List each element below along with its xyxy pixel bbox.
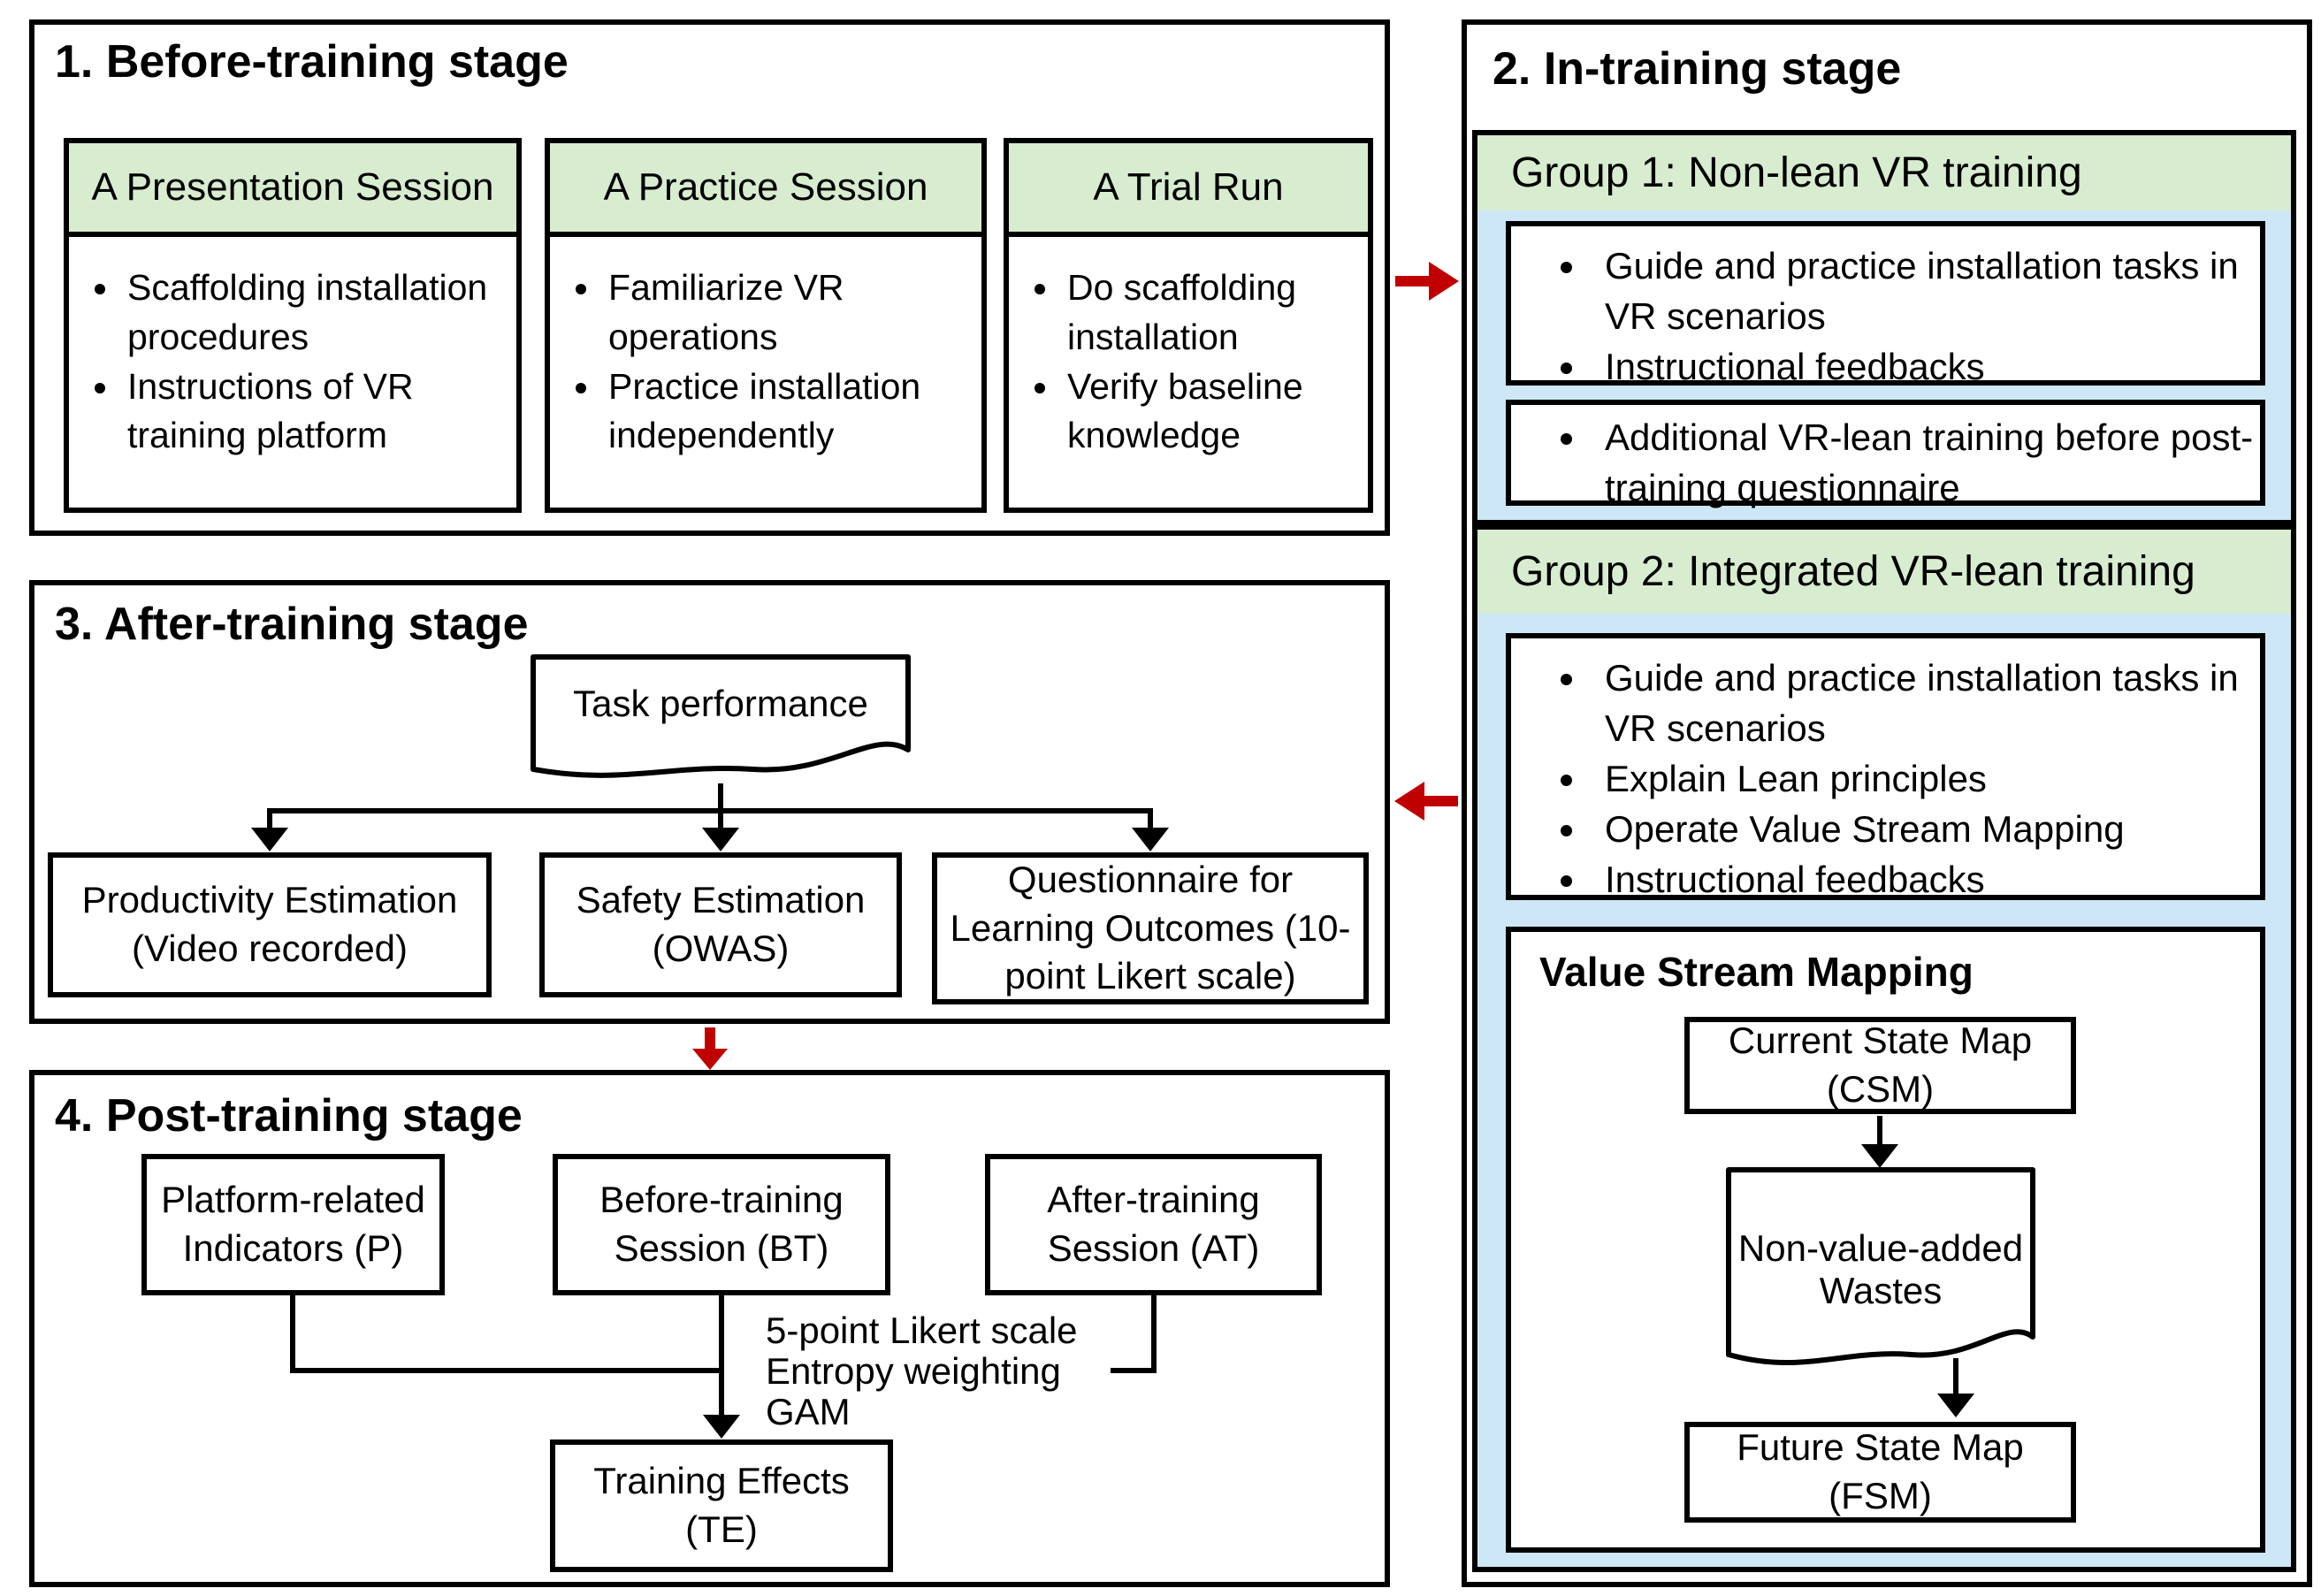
bullet-item: Practice installation independently xyxy=(603,363,969,462)
group1-activities-box: Guide and practice installation tasks in… xyxy=(1506,221,2265,387)
group1-header: Group 1: Non-lean VR training xyxy=(1477,135,2291,210)
group1-additional-box: Additional VR-lean training before post-… xyxy=(1506,400,2265,508)
connector-line xyxy=(290,1368,724,1373)
group2-header: Group 2: Integrated VR-lean training xyxy=(1477,530,2291,614)
red-arrow-shaft xyxy=(1395,276,1432,286)
connector-line xyxy=(1111,1368,1157,1373)
connector-line xyxy=(267,813,272,829)
presentation-session-body: Scaffolding installation procedures Inst… xyxy=(69,237,516,461)
presentation-session-card: A Presentation Session Scaffolding insta… xyxy=(64,138,522,513)
vsm-title: Value Stream Mapping xyxy=(1539,949,1974,995)
bullet-item: Verify baseline knowledge xyxy=(1062,363,1355,462)
weighting-methods-label: 5-point Likert scale Entropy weighting G… xyxy=(766,1310,1078,1432)
down-arrowhead-icon xyxy=(703,1415,740,1439)
bullet-item: Instructional feedbacks xyxy=(1589,341,2260,392)
platform-indicators-node: Platform-related Indicators (P) xyxy=(141,1154,445,1295)
down-arrowhead-icon xyxy=(702,828,739,851)
productivity-estimation-node: Productivity Estimation (Video recorded) xyxy=(48,852,492,997)
red-arrow-shaft xyxy=(705,1027,715,1050)
method-line: GAM xyxy=(766,1391,851,1432)
stage4-title: 4. Post-training stage xyxy=(55,1090,523,1142)
connector-line xyxy=(719,1295,724,1417)
method-line: Entropy weighting xyxy=(766,1350,1061,1392)
connector-line xyxy=(1151,1295,1157,1373)
connector-line xyxy=(1148,813,1153,829)
connector-line xyxy=(290,1295,295,1373)
bullet-item: Guide and practice installation tasks in… xyxy=(1589,653,2260,753)
group2-activities-box: Guide and practice installation tasks in… xyxy=(1506,633,2265,900)
practice-session-card: A Practice Session Familiarize VR operat… xyxy=(545,138,987,513)
safety-estimation-node: Safety Estimation (OWAS) xyxy=(539,852,902,997)
bullet-item: Additional VR-lean training before post-… xyxy=(1589,412,2260,513)
after-training-session-node: After-training Session (AT) xyxy=(985,1154,1322,1295)
method-line: 5-point Likert scale xyxy=(766,1310,1078,1351)
red-arrow-shaft xyxy=(1423,796,1458,806)
down-arrowhead-icon xyxy=(251,828,288,851)
task-performance-document-shape xyxy=(531,654,911,778)
bullet-item: Instructional feedbacks xyxy=(1589,854,2260,905)
training-effects-node: Training Effects (TE) xyxy=(550,1439,893,1572)
wastes-document-shape xyxy=(1726,1167,2035,1365)
bullet-item: Scaffolding installation procedures xyxy=(122,263,504,363)
bullet-item: Instructions of VR training platform xyxy=(122,363,504,462)
connector-line xyxy=(718,813,723,829)
bullet-item: Familiarize VR operations xyxy=(603,263,969,363)
connector-line xyxy=(718,783,723,813)
trial-run-body: Do scaffolding installation Verify basel… xyxy=(1009,237,1368,461)
practice-session-body: Familiarize VR operations Practice insta… xyxy=(550,237,981,461)
future-state-map-node: Future State Map (FSM) xyxy=(1684,1422,2076,1523)
task-performance-label: Task performance xyxy=(573,683,868,724)
bullet-item: Do scaffolding installation xyxy=(1062,263,1355,363)
down-arrowhead-icon xyxy=(1132,828,1169,851)
arrow-shaft xyxy=(1953,1358,1958,1395)
bullet-item: Explain Lean principles xyxy=(1589,753,2260,804)
right-arrowhead-icon xyxy=(1429,262,1459,301)
wastes-document-label: Non-value-added Wastes xyxy=(1737,1227,2024,1311)
stage2-title: 2. In-training stage xyxy=(1493,43,1902,95)
left-arrowhead-icon xyxy=(1394,782,1424,821)
down-arrowhead-icon xyxy=(1937,1394,1974,1417)
presentation-session-header: A Presentation Session xyxy=(69,143,516,237)
bullet-item: Operate Value Stream Mapping xyxy=(1589,804,2260,854)
current-state-map-node: Current State Map (CSM) xyxy=(1684,1017,2076,1114)
down-arrowhead-icon xyxy=(1861,1144,1898,1168)
down-arrowhead-icon xyxy=(692,1049,728,1070)
questionnaire-node: Questionnaire for Learning Outcomes (10-… xyxy=(932,852,1369,1004)
arrow-shaft xyxy=(1877,1116,1882,1148)
before-training-session-node: Before-training Session (BT) xyxy=(553,1154,890,1295)
bullet-item: Guide and practice installation tasks in… xyxy=(1589,241,2260,341)
connector-line xyxy=(267,808,1153,813)
stage3-title: 3. After-training stage xyxy=(55,599,529,650)
stage1-title: 1. Before-training stage xyxy=(55,36,569,88)
trial-run-header: A Trial Run xyxy=(1009,143,1368,237)
trial-run-card: A Trial Run Do scaffolding installation … xyxy=(1004,138,1373,513)
practice-session-header: A Practice Session xyxy=(550,143,981,237)
